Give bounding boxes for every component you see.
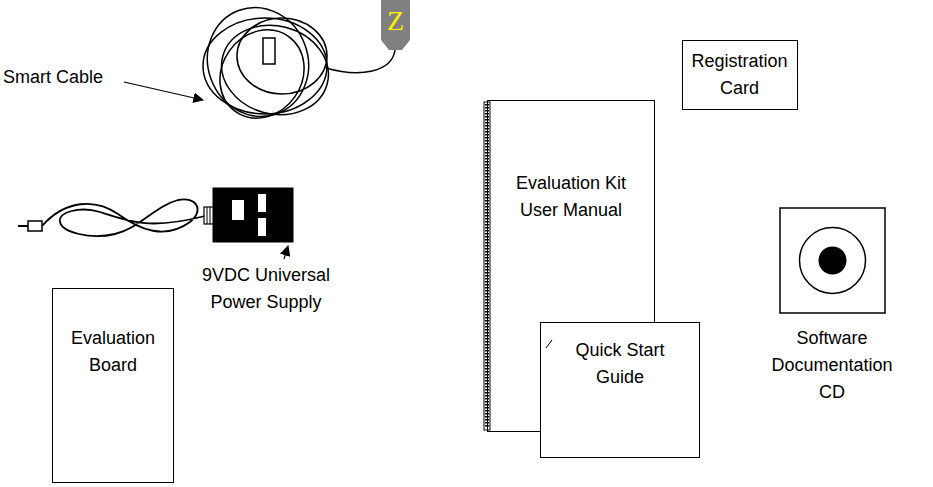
- node-text: Evaluation Kit User Manual: [501, 170, 641, 224]
- leader-line: [284, 246, 288, 259]
- cd-item: Software Documentation CD: [762, 207, 902, 410]
- smart-cable: [192, 0, 410, 135]
- board-box: Evaluation Board: [52, 288, 174, 483]
- part-name: 9VDC Universal Power Supply: [196, 262, 336, 316]
- leader-line: [124, 82, 203, 100]
- node-text: Registration Card: [688, 48, 792, 102]
- card-box: Registration Card: [682, 40, 798, 110]
- part-name: Smart Cable: [3, 64, 133, 91]
- power-supply: [18, 188, 293, 242]
- logo-letter: Z: [381, 4, 410, 38]
- node-text: Quick Start Guide: [565, 337, 675, 391]
- cd-outline: [779, 207, 886, 314]
- guide-box: Quick Start Guide: [540, 322, 700, 458]
- node-text: Evaluation Board: [63, 325, 163, 379]
- node-text: Software Documentation CD: [765, 325, 900, 406]
